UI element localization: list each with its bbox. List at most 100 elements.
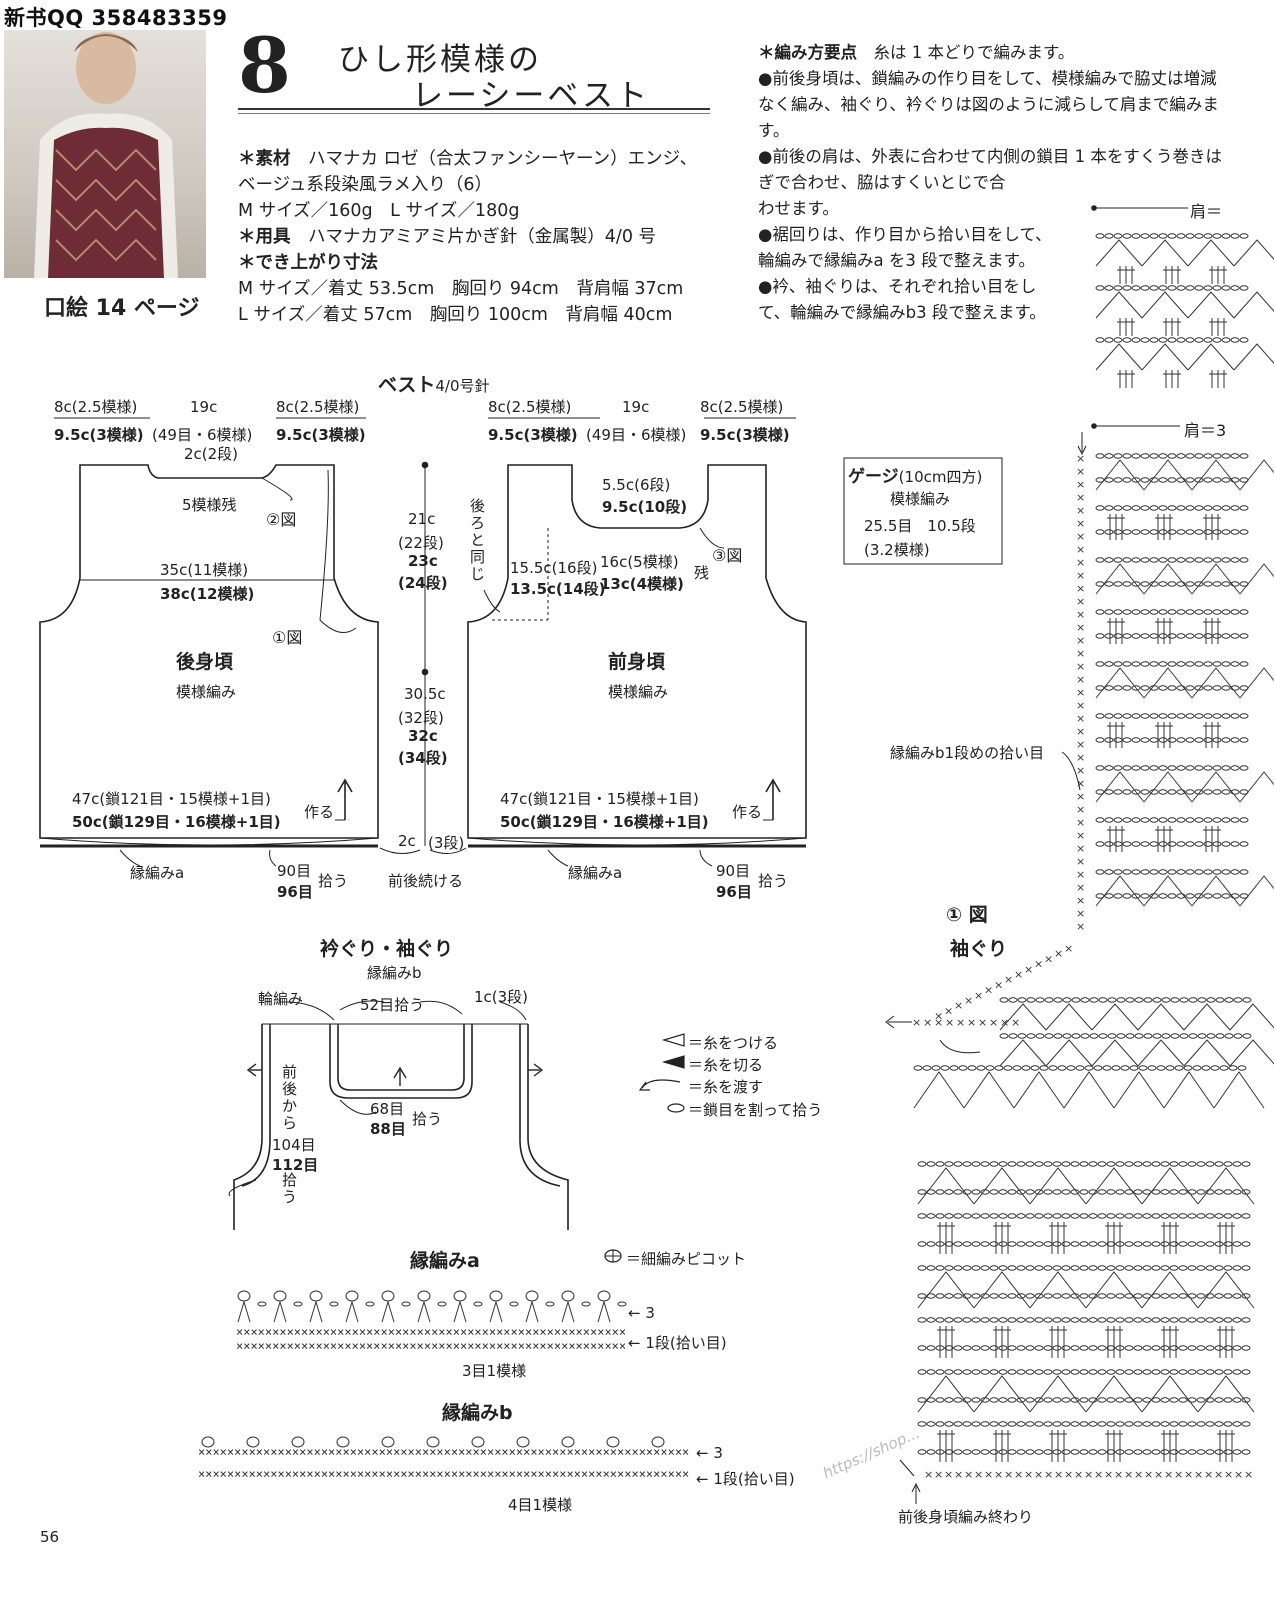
svg-text:×: ×: [967, 1016, 976, 1029]
svg-text:×: ×: [934, 1468, 943, 1481]
svg-text:×: ×: [1064, 942, 1073, 955]
svg-text:×: ×: [1076, 608, 1085, 621]
legend-carry: ＝糸を渡す: [688, 1078, 764, 1096]
svg-text:×: ×: [1184, 1468, 1193, 1481]
svg-text:×: ×: [1084, 1468, 1093, 1481]
svg-text:×: ×: [944, 1468, 953, 1481]
svg-text:×: ×: [1214, 1468, 1223, 1481]
back-shoulder-l-right: 9.5c(3模様): [276, 426, 366, 444]
svg-text:×: ×: [1164, 1468, 1173, 1481]
svg-text:×: ×: [1076, 543, 1085, 556]
guide-p3a: ●裾回りは、作り目から拾い目をして、: [758, 225, 1052, 244]
svg-text:×: ×: [1076, 634, 1085, 647]
svg-text:×: ×: [1114, 1468, 1123, 1481]
legend-cut: ＝糸を切る: [688, 1056, 764, 1074]
back-pick-m: 90目: [277, 862, 312, 880]
legend-picot: ＝細編みピコット: [626, 1250, 747, 1268]
pattern-number: 8: [238, 21, 291, 110]
front-neck-depth-l: 9.5c(10段): [602, 498, 688, 516]
edging-b-row3-label: ← 3: [696, 1444, 723, 1462]
guide-heading: ＊編み方要点: [758, 43, 857, 62]
neck-armhole-subtitle: 縁編みb: [367, 964, 422, 982]
chart-shoulder1: 肩＝: [1190, 202, 1223, 221]
edging-a-row3-label: ← 3: [628, 1304, 655, 1322]
svg-text:×: ×: [974, 1468, 983, 1481]
svg-text:××××××××××××××××××××××××××××××: ××××××××××××××××××××××××××××××××××××××××…: [236, 1325, 626, 1339]
front-neck-pick-m: 68目: [370, 1100, 405, 1118]
front-same-as-back: 後ろと同じ: [470, 497, 486, 583]
front-shoulder-l-right: 9.5c(3模様): [700, 426, 790, 444]
svg-text:×: ×: [924, 1468, 933, 1481]
center-lower-l-rows: (34段): [398, 749, 448, 767]
edging-a-title: 縁編みa: [410, 1250, 480, 1272]
svg-text:×: ×: [1076, 504, 1085, 517]
gauge-pattern: 模様編み: [890, 490, 951, 508]
title-rule-thin: [238, 113, 710, 114]
edging-a-row3: 3: [645, 1304, 655, 1322]
center-lower-m: 30.5c: [404, 685, 446, 703]
arm-from: 前後から: [282, 1063, 298, 1132]
svg-text:×: ×: [1224, 1468, 1233, 1481]
svg-text:×: ×: [1076, 530, 1085, 543]
front-side-l: 13.5c(14段): [510, 580, 606, 598]
svg-text:×: ×: [1076, 751, 1085, 764]
svg-text:×: ×: [945, 1016, 954, 1029]
svg-text:××××××××××××××××××××××××××××××: ××××××××××××××××××××××××××××××××××××××××…: [198, 1467, 689, 1481]
svg-text:×: ×: [1076, 764, 1085, 777]
svg-text:×: ×: [1076, 777, 1085, 790]
arm-pick: 拾う: [282, 1171, 298, 1206]
gauge-title: ゲージ: [848, 467, 899, 487]
gauge-heading: ゲージ(10cm四方): [848, 462, 982, 487]
svg-text:×: ×: [1044, 1468, 1053, 1481]
front-pick-l: 96目: [716, 883, 752, 901]
svg-text:×: ×: [1076, 725, 1085, 738]
back-shoulder-l: 9.5c(3模様): [54, 426, 144, 444]
svg-text:×: ×: [1076, 491, 1085, 504]
svg-text:×: ×: [1064, 1468, 1073, 1481]
materials-line2: ベージュ系段染風ラメ入り（6）: [238, 175, 493, 195]
svg-text:×: ×: [956, 1016, 965, 1029]
svg-text:×: ×: [994, 1468, 1003, 1481]
size-label: ＊でき上がり寸法: [238, 253, 378, 273]
svg-text:×: ×: [1076, 465, 1085, 478]
svg-text:×: ×: [1076, 647, 1085, 660]
svg-text:×: ×: [1014, 1468, 1023, 1481]
svg-text:×: ×: [1076, 829, 1085, 842]
chart-edging-b-pick: 縁編みb1段めの拾い目: [890, 744, 1045, 762]
chart-armhole: 袖ぐり: [950, 938, 1008, 960]
svg-text:×: ×: [1076, 673, 1085, 686]
legend-attach: ＝糸をつける: [688, 1034, 779, 1052]
svg-text:×: ×: [1154, 1468, 1163, 1481]
edging-b-title: 縁編みb: [442, 1402, 513, 1424]
back-shoulder-m-right: 8c(2.5模様): [276, 398, 360, 416]
svg-text:×: ×: [1076, 894, 1085, 907]
front-neck-pick: 拾う: [412, 1110, 443, 1128]
neck-round: 輪編み: [258, 990, 304, 1008]
center-lower-m-rows: (32段): [398, 709, 444, 727]
svg-text:×: ×: [1024, 1468, 1033, 1481]
front-make: 作る: [732, 803, 763, 821]
gauge-size: (10cm四方): [898, 468, 983, 486]
neck-pick: 52目拾う: [360, 996, 425, 1014]
back-neck-rest: 5模様残: [182, 496, 237, 514]
svg-text:×: ×: [1076, 595, 1085, 608]
svg-text:×: ×: [1076, 712, 1085, 725]
back-neck-m: 19c: [190, 398, 218, 416]
front-pick: 拾う: [758, 872, 789, 890]
svg-text:××××××××××××××××××××××××××××××: ××××××××××××××××××××××××××××××××××××××××…: [198, 1445, 689, 1459]
svg-text:×: ×: [1004, 973, 1013, 986]
svg-text:×: ×: [1076, 920, 1085, 933]
materials-text: ハマナカ ロゼ（合太ファンシーヤーン）エンジ、: [308, 149, 698, 169]
edging-charts: ××××××××××××××××××××××××××××××××××××××××…: [198, 1290, 689, 1481]
svg-text:×: ×: [1076, 569, 1085, 582]
center-edge: 2c: [398, 832, 416, 850]
watermark: 新书QQ 358483359: [4, 6, 228, 30]
svg-text:×: ×: [1234, 1468, 1243, 1481]
front-body-outline: [467, 464, 807, 839]
front-side-m: 15.5c(16段): [510, 559, 598, 577]
guide-heading-text: 糸は 1 本どりで編みます。: [873, 43, 1075, 62]
page-number: 56: [40, 1528, 60, 1546]
front-shoulder-m-right: 8c(2.5模様): [700, 398, 784, 416]
svg-text:×: ×: [1000, 1016, 1009, 1029]
front-shoulder-m: 8c(2.5模様): [488, 398, 572, 416]
